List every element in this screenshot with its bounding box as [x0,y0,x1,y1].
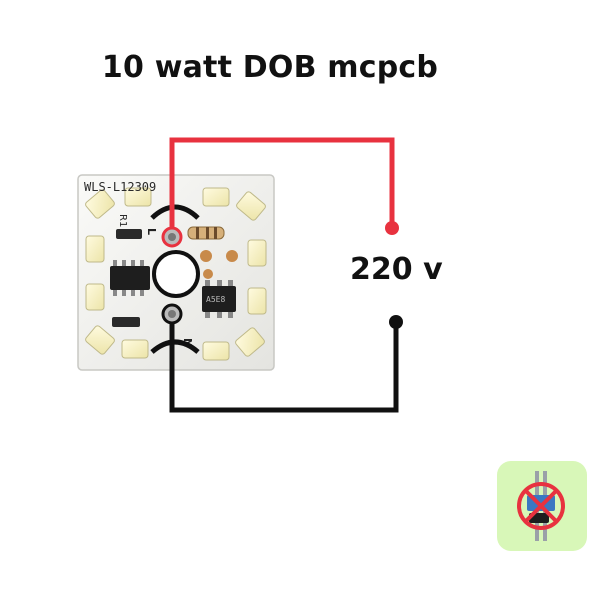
neutral-terminal-dot [389,315,403,329]
page-title: 10 watt DOB mcpcb [101,50,439,85]
neutral-wire [169,322,399,413]
top-arc [150,204,200,220]
chip-marking: A5E8 [206,295,225,304]
led-chip [85,189,115,219]
led-chip [235,327,265,357]
mcpcb-board: WLS-L12309 R1 L N [77,174,275,371]
resistor-r1 [116,229,142,239]
led-chip [236,191,266,221]
led-chip [247,239,267,267]
live-wire [169,137,395,228]
voltage-label: 220 v [350,252,443,287]
copper-pad [200,250,212,262]
driver-ic-left [110,260,150,296]
led-chip [247,287,267,315]
resistor-small [112,317,140,327]
no-driver-icon [497,461,587,551]
mounting-hole [152,250,200,298]
led-chip [124,187,152,207]
terminal-live-label: L [145,228,158,235]
led-chip [85,235,105,263]
led-chip [85,283,105,311]
bottom-arc [150,339,200,354]
copper-pad [226,250,238,262]
led-chip [121,339,149,359]
led-chip [202,341,230,361]
bridge-ic-right: A5E8 [202,280,236,318]
resistor-label: R1 [117,214,128,227]
led-chip [85,325,115,355]
copper-pad [203,269,213,279]
live-terminal-dot [385,221,399,235]
led-chip [202,187,230,207]
board-model-label: WLS-L12309 [84,180,156,194]
led-array [85,187,267,361]
